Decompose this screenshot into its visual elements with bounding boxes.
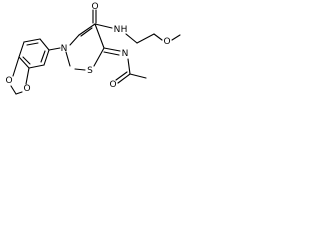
bond-benzene-inner-1 bbox=[26, 42, 39, 46]
bonds bbox=[10, 9, 181, 95]
bond-dioxole-c-o-top bbox=[12, 56, 20, 77]
bond-benzene-6 bbox=[43, 49, 50, 66]
bond-benzene-4 bbox=[18, 56, 30, 69]
bond-c4-c3-a bbox=[78, 23, 96, 36]
bond-c5-n-imine-1 bbox=[103, 47, 121, 52]
bond-benzene-inner-3 bbox=[40, 50, 46, 63]
bond-acetyl-c-methyl bbox=[129, 73, 147, 79]
chemical-structure-diagram: O N H O N S N O O O bbox=[5, 2, 181, 95]
bond-n1-s bbox=[74, 68, 86, 71]
bond-c5-n-imine-2 bbox=[103, 51, 120, 56]
bond-acetyl-c-o-2 bbox=[115, 71, 128, 81]
atom-s-ring: S bbox=[87, 66, 93, 76]
bond-n-imine-c bbox=[127, 58, 131, 75]
bond-benzene-5 bbox=[28, 64, 45, 69]
bond-ch2-ch2 bbox=[136, 33, 155, 44]
atom-labels: O N H O N S N O O O bbox=[5, 2, 170, 94]
bond-benzene-3 bbox=[18, 41, 25, 58]
atom-o-carbonyl: O bbox=[91, 2, 98, 12]
bond-amide-c-n bbox=[94, 23, 113, 29]
bond-n2-aryl bbox=[48, 47, 61, 51]
bond-dioxole-c-o-bottom bbox=[25, 67, 30, 85]
bond-n-ch2 bbox=[125, 33, 138, 44]
bond-benzene-2 bbox=[23, 38, 41, 43]
bond-dioxole-ch2-o bbox=[15, 91, 23, 95]
bond-acetyl-c-o-1 bbox=[117, 73, 131, 84]
bond-o-methyl bbox=[171, 34, 181, 41]
atom-n-imine: N bbox=[122, 49, 129, 59]
bond-dioxole-o-ch2 bbox=[10, 85, 17, 95]
bond-benzene-1 bbox=[39, 38, 50, 51]
atom-n2-ring: N bbox=[61, 44, 68, 54]
bond-benzene-inner-2 bbox=[22, 56, 31, 65]
atom-o-dioxole-bottom: O bbox=[23, 84, 30, 94]
bond-c3-n2 bbox=[69, 34, 80, 46]
atom-h-carboxamide: H bbox=[121, 25, 128, 35]
atom-n-carboxamide: N bbox=[114, 25, 121, 35]
bond-c4-c5 bbox=[94, 23, 105, 49]
bond-s-c5 bbox=[93, 47, 105, 67]
atom-o-acetyl: O bbox=[109, 80, 116, 90]
atom-o-methoxy: O bbox=[163, 37, 170, 47]
bond-c4-c3-b bbox=[80, 27, 93, 37]
bond-n2-n1 bbox=[65, 51, 71, 67]
atom-o-dioxole-top: O bbox=[5, 76, 12, 86]
bond-ch2-o-methoxy bbox=[153, 33, 163, 41]
